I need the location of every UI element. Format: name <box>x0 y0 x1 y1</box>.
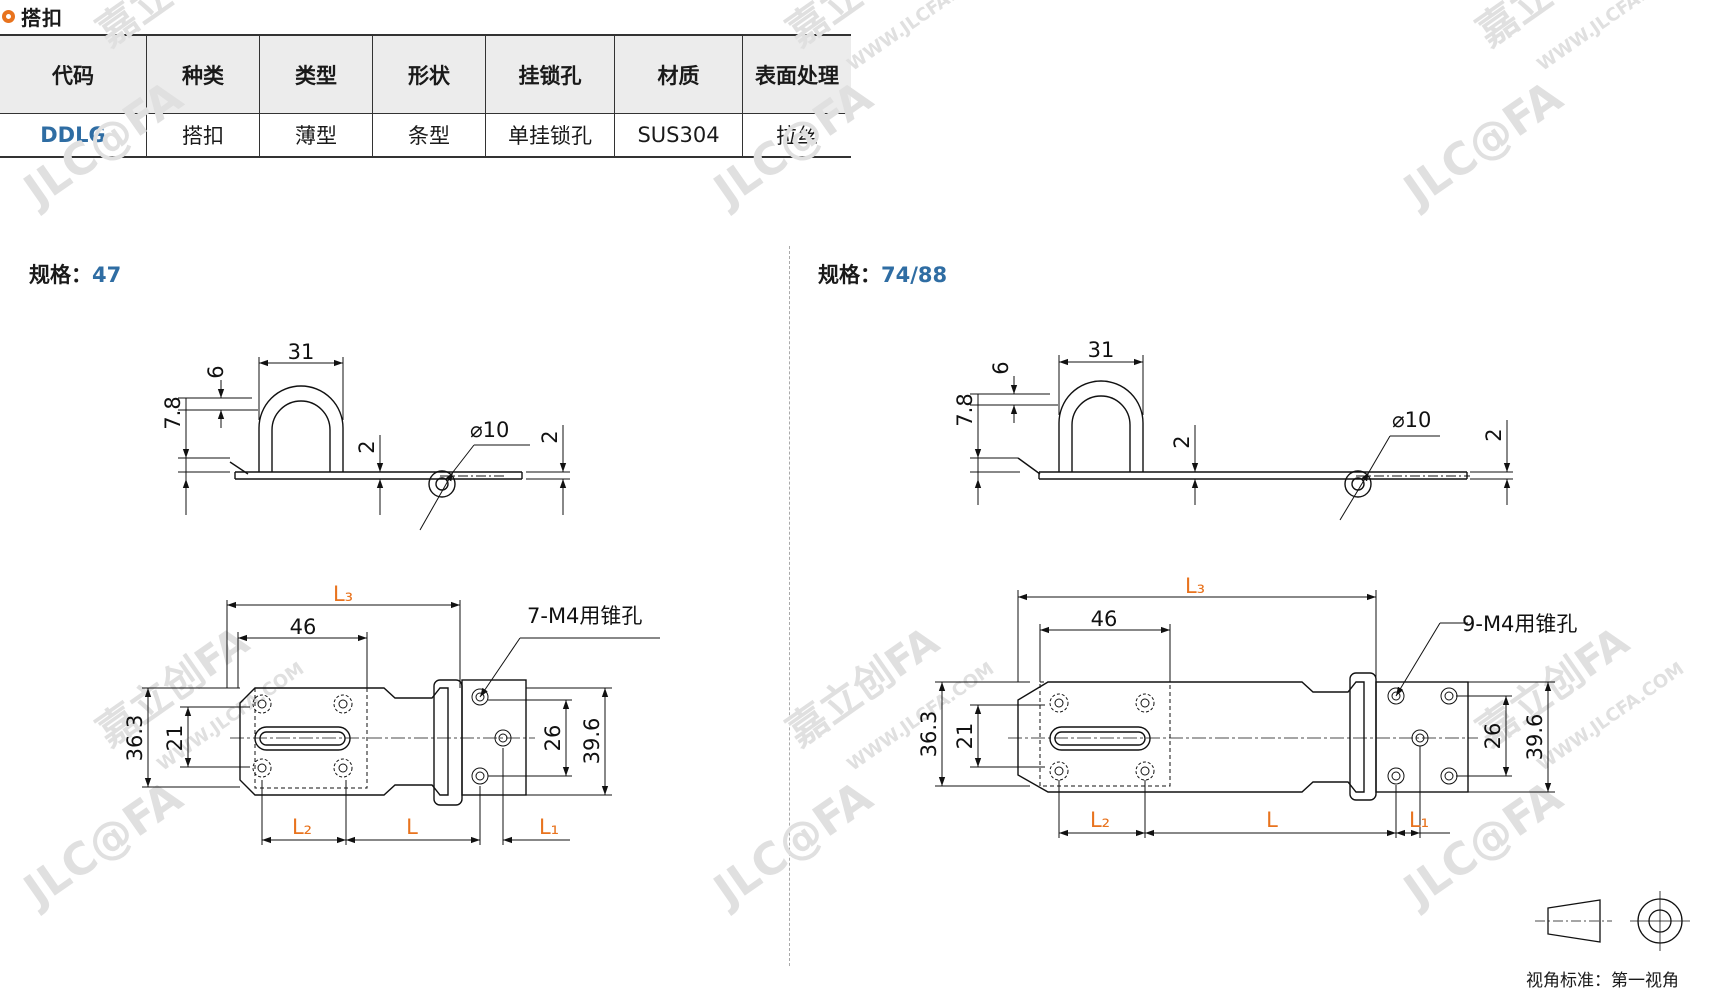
dim-31: 31 <box>1088 338 1115 362</box>
spec-label-left: 规格：47 <box>29 259 121 289</box>
section-title: 搭扣 <box>21 6 63 30</box>
dim-2: 2 <box>1170 435 1194 448</box>
dim-21: 21 <box>953 723 977 750</box>
hole-note: 9-M4用锥孔 <box>1462 612 1577 636</box>
table-cell: 条型 <box>372 113 486 157</box>
dim-46: 46 <box>1091 607 1118 631</box>
dim-L1: L₁ <box>1409 808 1429 832</box>
watermark-brand: JLC@FA <box>13 771 192 918</box>
spec-label-right: 规格：74/88 <box>818 259 947 289</box>
col-header: 挂锁孔 <box>485 35 615 114</box>
cell-code: DDLG <box>40 123 106 147</box>
dim-26: 26 <box>1481 723 1505 750</box>
spec-value: 74/88 <box>881 263 948 287</box>
section-header: 搭扣 <box>2 2 63 31</box>
spec-table: 代码 种类 类型 形状 挂锁孔 材质 表面处理 DDLG 搭扣 薄型 条型 单挂… <box>0 34 851 158</box>
dim-6: 6 <box>204 365 228 378</box>
watermark-brand: JLC@FA <box>1393 71 1572 218</box>
dim-L3: L₃ <box>333 582 353 606</box>
dim-L2: L₂ <box>1090 808 1110 832</box>
dim-L3: L₃ <box>1185 574 1205 598</box>
dim-2-right: 2 <box>1482 428 1506 441</box>
col-header: 类型 <box>259 35 373 114</box>
dim-hole-diameter: ⌀10 <box>470 418 509 442</box>
projection-label: 视角标准：第一视角 <box>1526 971 1679 991</box>
col-header: 表面处理 <box>742 35 851 114</box>
view-divider <box>789 246 790 966</box>
dim-L2: L₂ <box>292 815 312 839</box>
circle-bullet-icon <box>2 10 15 23</box>
dim-hole-diameter: ⌀10 <box>1392 408 1431 432</box>
table-cell: 拉丝 <box>742 113 851 157</box>
right-side-view: 31 6 7.8 2 2 ⌀10 <box>953 338 1513 521</box>
watermark-brand: JLC@FA <box>703 771 882 918</box>
dim-36-3: 36.3 <box>123 715 147 762</box>
dim-26: 26 <box>541 725 565 752</box>
col-header: 代码 <box>0 35 147 114</box>
dim-36-3: 36.3 <box>917 711 941 758</box>
hole-note: 7-M4用锥孔 <box>527 604 642 628</box>
table-row: DDLG 搭扣 薄型 条型 单挂锁孔 SUS304 拉丝 <box>0 113 851 157</box>
spec-value: 47 <box>92 263 122 287</box>
watermark-brand: JLC@FA <box>13 71 192 218</box>
dim-L1: L₁ <box>539 815 559 839</box>
table-cell: 单挂锁孔 <box>485 113 615 157</box>
left-side-view: 31 6 7.8 2 2 ⌀10 <box>161 340 570 531</box>
dim-7-8: 7.8 <box>953 393 977 426</box>
dim-7-8: 7.8 <box>161 396 185 429</box>
col-header: 种类 <box>146 35 260 114</box>
dim-2: 2 <box>355 440 379 453</box>
spec-label-text: 规格： <box>29 263 92 287</box>
dim-39-6: 39.6 <box>580 718 604 765</box>
dim-L: L <box>1266 808 1278 832</box>
col-header: 材质 <box>614 35 743 114</box>
watermark: JLC@FA 嘉立创FA JLC@FA 嘉立创FA WWW.JLCFA.COM … <box>13 0 1688 918</box>
table-header-row: 代码 种类 类型 形状 挂锁孔 材质 表面处理 <box>0 35 851 114</box>
watermark-cn: 嘉立创FA <box>89 0 258 56</box>
table-cell: 搭扣 <box>146 113 260 157</box>
dim-39-6: 39.6 <box>1523 714 1547 761</box>
dim-46: 46 <box>290 615 317 639</box>
spec-label-text: 规格： <box>818 263 881 287</box>
dim-2-right: 2 <box>538 430 562 443</box>
left-top-view: L₃ 46 36.3 21 26 39.6 L₂ L L₁ 7-M4用锥孔 <box>123 582 660 845</box>
col-header: 形状 <box>372 35 486 114</box>
table-cell: 薄型 <box>259 113 373 157</box>
first-angle-projection-icon <box>1535 891 1690 951</box>
dim-L: L <box>406 815 418 839</box>
dim-31: 31 <box>288 340 315 364</box>
right-top-view: L₃ 46 36.3 21 26 39.6 L₂ L L₁ 9-M4用锥孔 <box>917 574 1577 838</box>
table-cell: SUS304 <box>614 113 743 157</box>
dim-21: 21 <box>163 725 187 752</box>
watermark-brand: JLC@FA <box>703 71 882 218</box>
dim-6: 6 <box>989 361 1013 374</box>
